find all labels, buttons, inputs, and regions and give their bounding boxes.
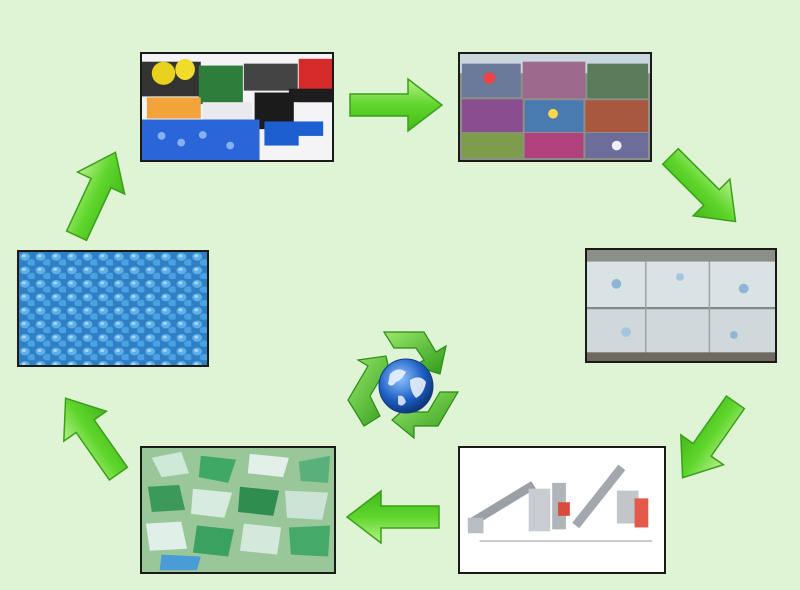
arrow-down-left [660, 386, 758, 494]
arrow-up-left [43, 382, 141, 490]
compressed-bales-photo [585, 248, 777, 363]
arrow-up-right [52, 140, 140, 248]
arrow-right-top [349, 78, 443, 132]
plastic-waste-photo [458, 52, 652, 162]
plastic-products-photo [140, 52, 334, 162]
plastic-pellets-photo [17, 250, 209, 367]
recycle-globe-icon [347, 331, 460, 440]
arrow-down-right [651, 137, 755, 241]
plastic-flakes-photo [140, 446, 336, 574]
recycling-machine-photo [458, 446, 666, 574]
arrow-left-bottom [346, 490, 440, 544]
